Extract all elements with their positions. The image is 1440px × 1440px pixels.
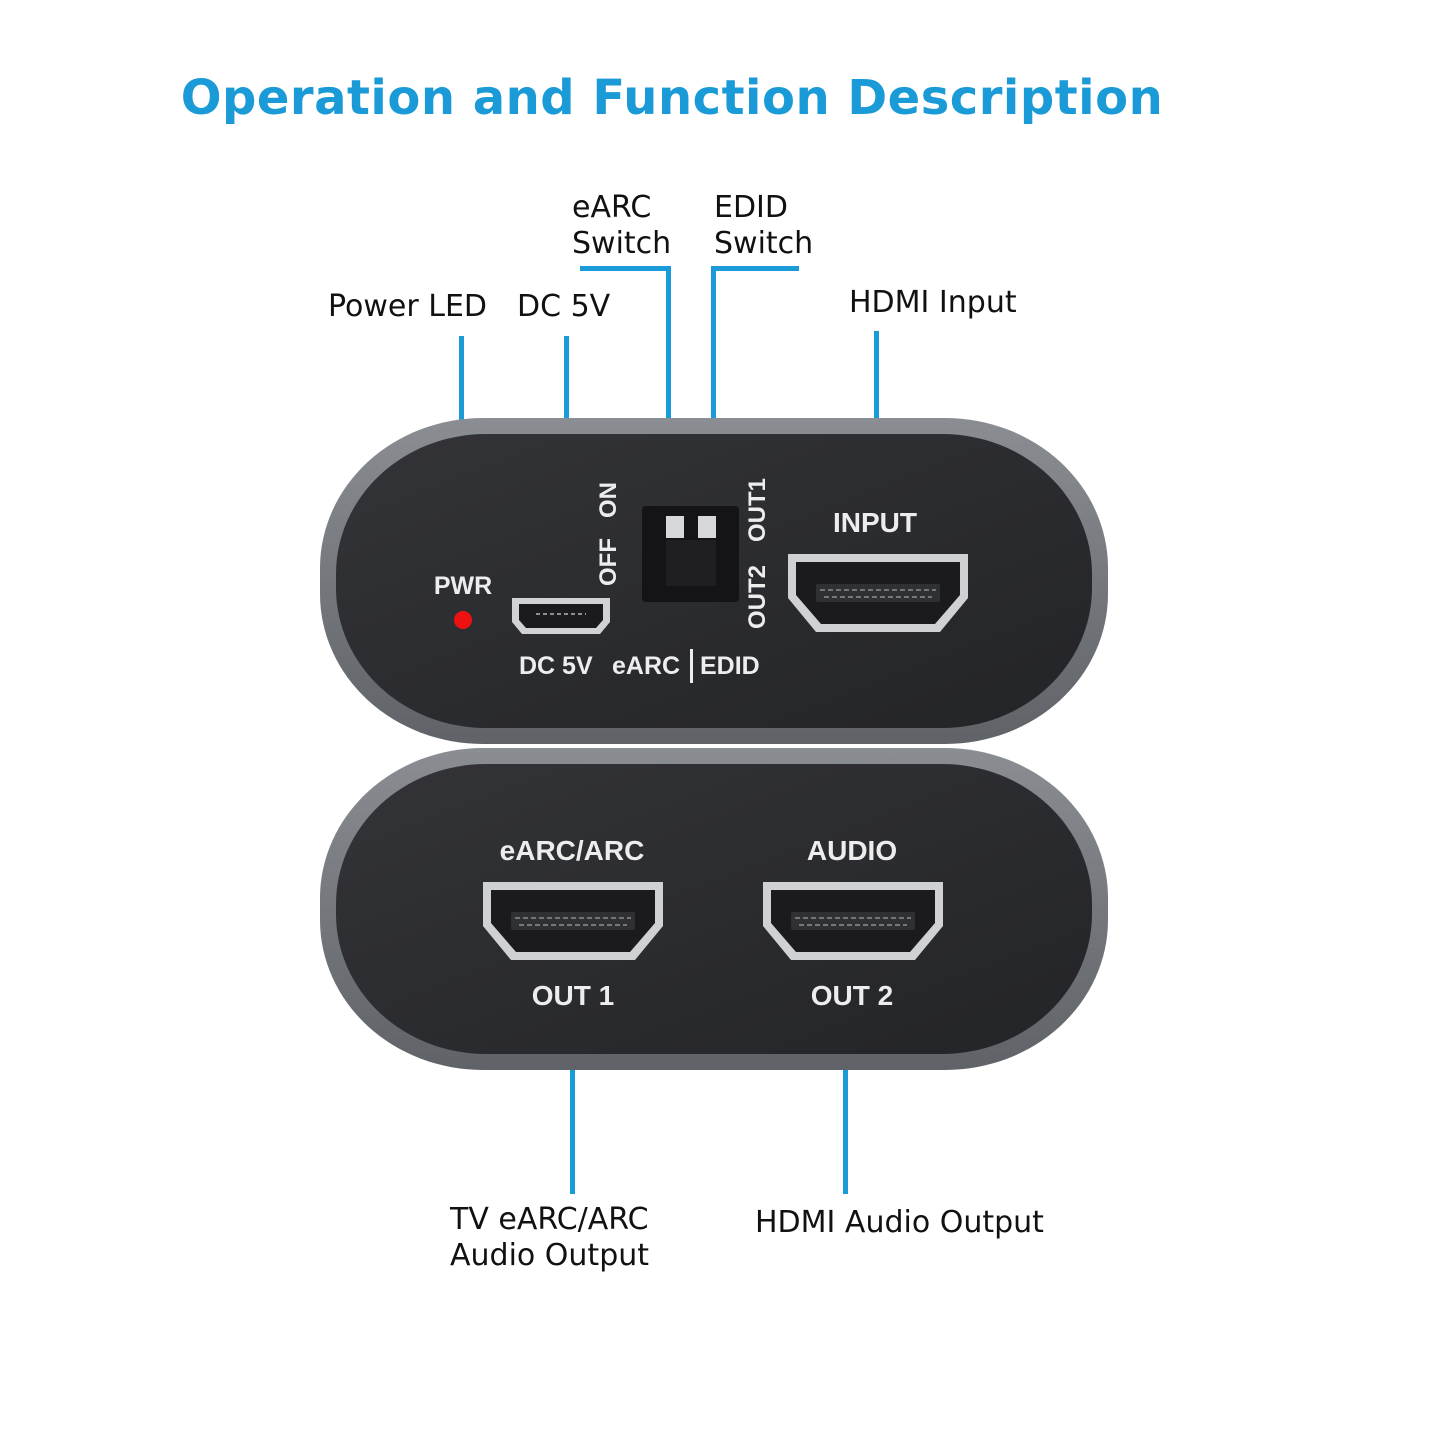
out2-switch-label: OUT2 (744, 565, 771, 629)
input-label: INPUT (833, 507, 917, 538)
leader-out1 (570, 1022, 575, 1194)
callout-edid-switch: EDID Switch (714, 190, 813, 262)
label-divider (690, 649, 693, 683)
power-led-icon (454, 611, 472, 629)
micro-usb-port[interactable] (512, 598, 610, 634)
pwr-label: PWR (434, 572, 492, 600)
leader-hdmi-input (874, 331, 879, 503)
leader-out2 (843, 1022, 848, 1194)
hdmi-input-port[interactable] (787, 553, 969, 633)
rear-face (336, 764, 1092, 1054)
front-panel: PWR ON OFF OUT1 OUT2 DC 5V (320, 418, 1108, 744)
callout-power-led: Power LED (328, 289, 488, 324)
callout-tv-earc-arc-line1: TV eARC/ARC (450, 1202, 649, 1237)
edid-switch-toggle[interactable] (698, 516, 716, 538)
off-label: OFF (595, 538, 622, 586)
dip-switch[interactable] (642, 506, 739, 602)
callout-earc-switch: eARC Switch (572, 190, 671, 262)
hdmi-out2-port[interactable] (762, 881, 944, 961)
rear-panel: eARC/ARC OUT 1 AUDIO OUT 2 (320, 748, 1108, 1070)
edid-label: EDID (700, 652, 760, 680)
callout-hdmi-audio-output: HDMI Audio Output (755, 1205, 1044, 1240)
leader-earc-vertical (666, 266, 671, 438)
leader-edid-vertical (711, 266, 716, 438)
hdmi-out1-port[interactable] (482, 881, 664, 961)
earc-arc-port-label: eARC/ARC (500, 835, 645, 866)
page-title: Operation and Function Description (180, 70, 1164, 126)
out-2-label: OUT 2 (811, 980, 893, 1011)
leader-edid-horizontal (711, 266, 799, 271)
callout-earc-switch-line2: Switch (572, 226, 672, 261)
audio-port-label: AUDIO (807, 835, 897, 866)
out1-switch-label: OUT1 (744, 478, 771, 542)
on-label: ON (595, 482, 622, 518)
callout-dc-5v: DC 5V (517, 289, 611, 324)
callout-edid-switch-line1: EDID (714, 190, 789, 225)
earc-switch-toggle[interactable] (666, 516, 684, 538)
earc-label: eARC (612, 652, 680, 680)
callout-tv-earc-arc-line2: Audio Output (450, 1238, 650, 1273)
out-1-label: OUT 1 (532, 980, 614, 1011)
callout-earc-switch-line1: eARC (572, 190, 652, 225)
dc-5v-label: DC 5V (519, 652, 593, 680)
callout-edid-switch-line2: Switch (714, 226, 814, 261)
callout-tv-earc-arc: TV eARC/ARC Audio Output (450, 1202, 649, 1274)
leader-earc-horizontal (580, 266, 671, 271)
callout-hdmi-input: HDMI Input (849, 285, 1017, 320)
